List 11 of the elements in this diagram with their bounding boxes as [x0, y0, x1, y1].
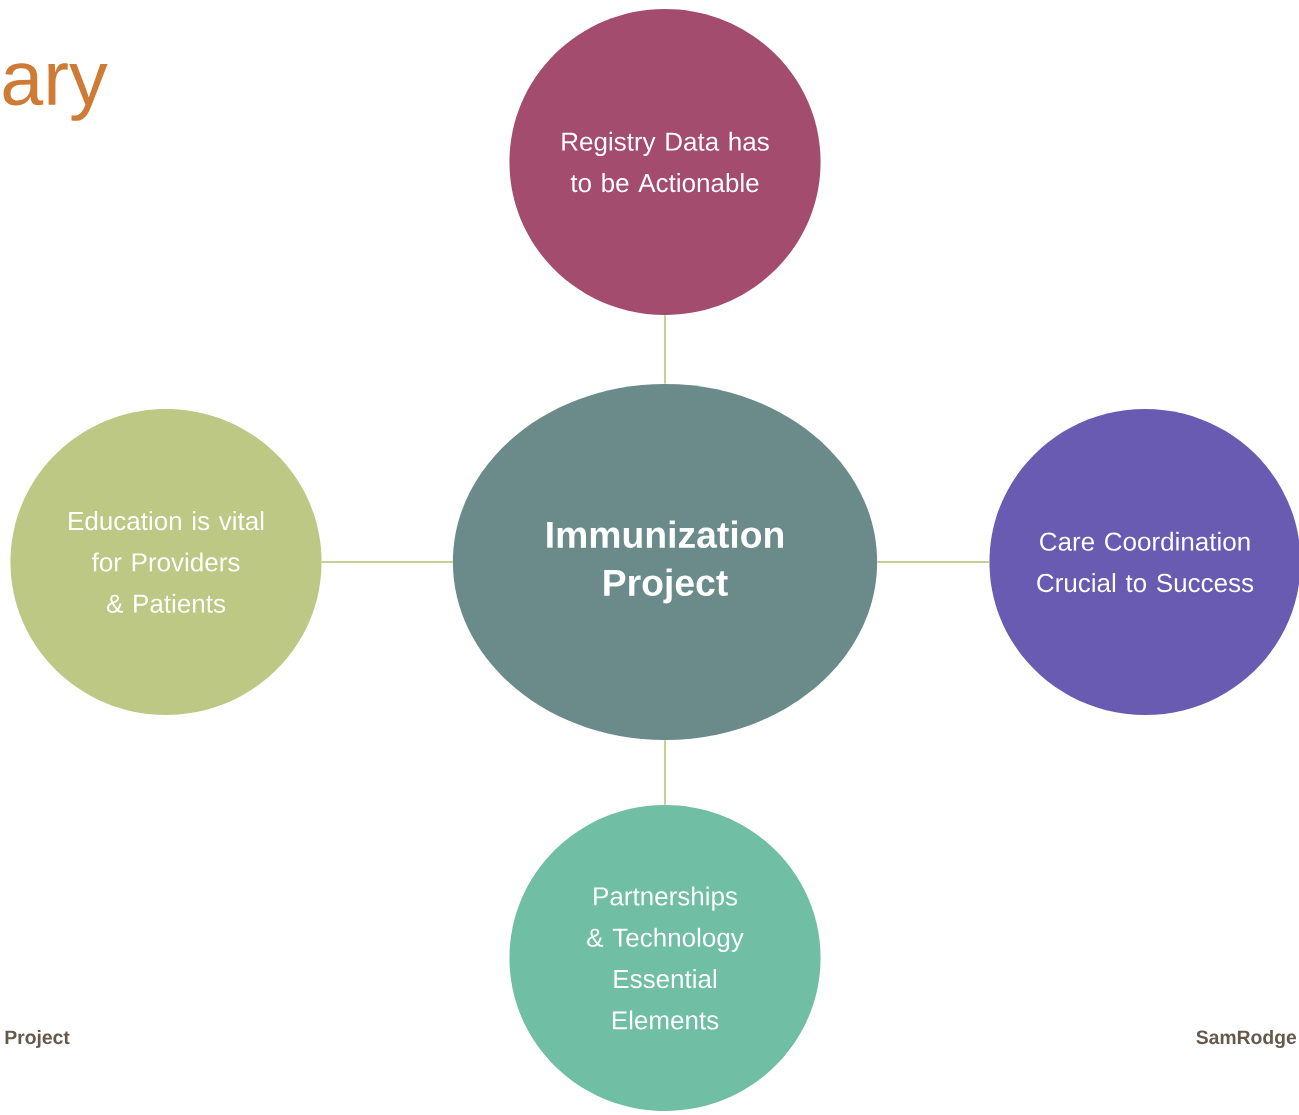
- connector-line: [320, 561, 454, 563]
- footer-text: Project: [5, 1030, 70, 1048]
- connector-line: [876, 561, 991, 563]
- circle-node: Registry Data has to be Actionable: [509, 9, 821, 315]
- footer-text: SamRodge: [1196, 1029, 1297, 1049]
- circle-node: Education is vital for Providers & Patients: [10, 409, 322, 715]
- circle-node: Partnerships & Technology Essential Elements: [509, 805, 821, 1111]
- connector-line: [664, 739, 666, 806]
- circle-node: Immunization Project: [452, 384, 878, 740]
- connector-line: [664, 314, 666, 385]
- title: ary: [3, 63, 108, 121]
